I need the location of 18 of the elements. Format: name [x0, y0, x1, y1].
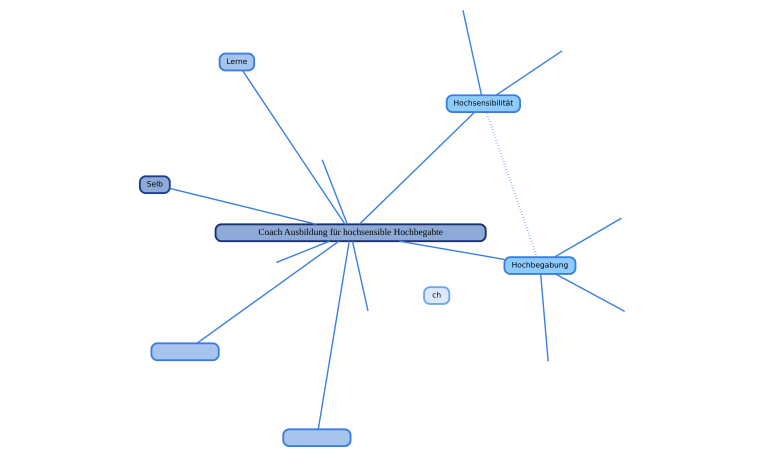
connector	[242, 70, 346, 225]
connector	[358, 112, 476, 225]
connector	[462, 10, 482, 96]
connector	[318, 241, 350, 430]
connector	[276, 240, 330, 264]
node-box: Coach Ausbildung für hochsensible Hochbegabte	[214, 223, 487, 242]
connector	[352, 241, 369, 312]
connector	[322, 159, 348, 224]
connector	[555, 273, 625, 312]
connector	[540, 274, 549, 362]
connector	[399, 240, 504, 260]
connector	[196, 240, 340, 344]
node-box	[150, 342, 220, 362]
connector	[486, 112, 538, 258]
node-box	[282, 428, 352, 448]
connector	[554, 218, 622, 258]
connector	[170, 188, 316, 225]
connector	[496, 50, 562, 96]
